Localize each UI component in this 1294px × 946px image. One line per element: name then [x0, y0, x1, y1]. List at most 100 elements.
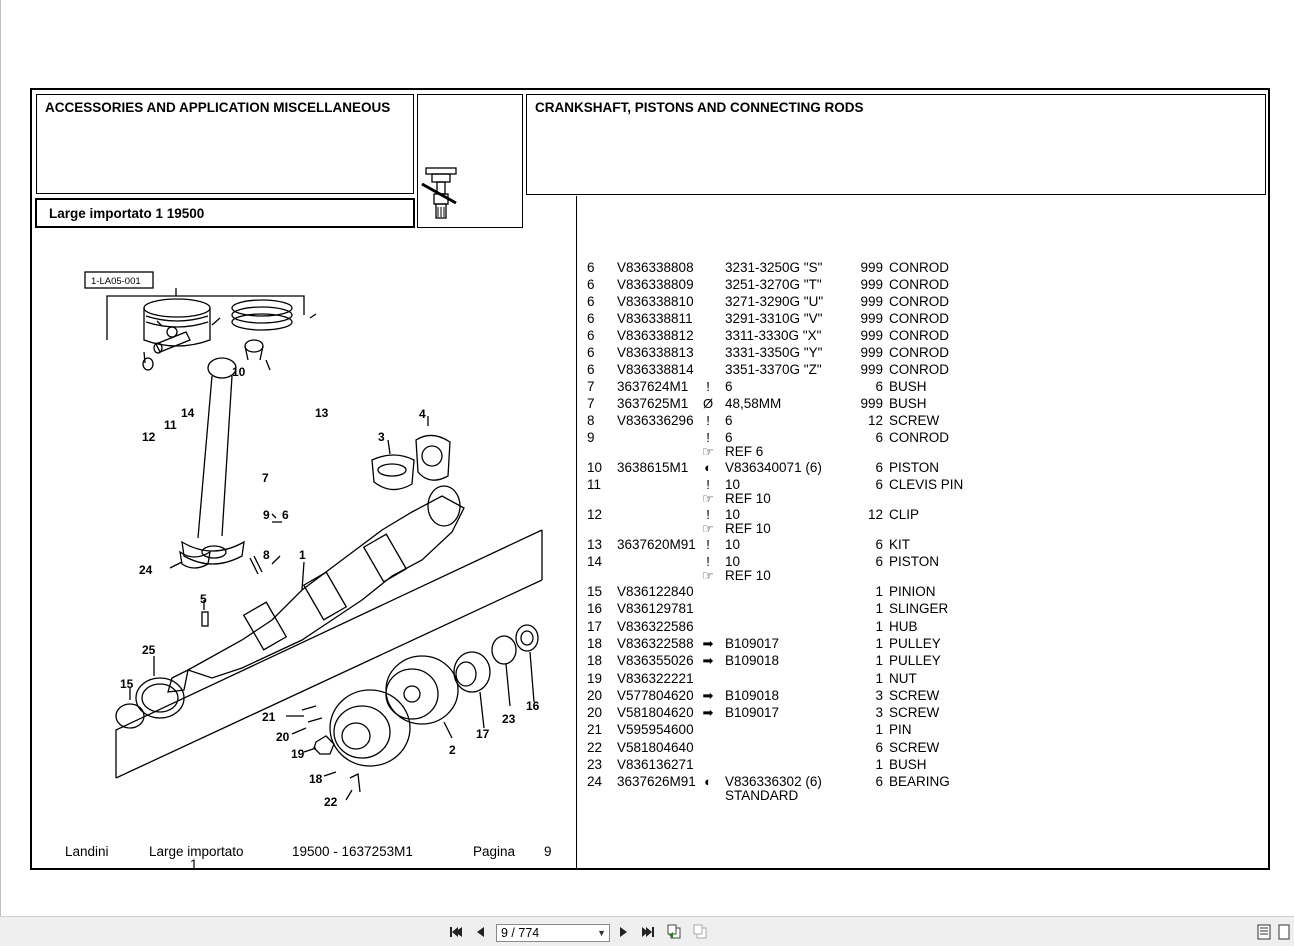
part-description: 3271-3290G "U" — [725, 294, 824, 309]
part-item-number: 6 — [587, 260, 595, 275]
part-description: 3331-3350G "Y" — [725, 345, 823, 360]
part-symbol: ! — [706, 413, 710, 428]
part-quantity: 999 — [860, 345, 883, 360]
part-quantity: 6 — [875, 477, 883, 492]
section-title: ACCESSORIES AND APPLICATION MISCELLANEOU… — [45, 100, 391, 115]
part-name: CONROD — [889, 277, 949, 292]
part-number: V836129781 — [617, 601, 694, 616]
part-description: B109017 — [725, 705, 780, 720]
callout-2: 2 — [449, 743, 456, 757]
part-symbol: ☞ — [702, 444, 714, 459]
part-description: 3351-3370G "Z" — [725, 362, 822, 377]
callout-12: 12 — [142, 430, 156, 444]
part-quantity: 999 — [860, 396, 883, 411]
part-item-number: 14 — [587, 554, 603, 569]
part-name: CLIP — [889, 507, 920, 522]
footer-model: Large importato — [149, 844, 244, 859]
previous-view-button[interactable] — [666, 924, 682, 940]
callout-10: 10 — [232, 365, 246, 379]
part-quantity: 1 — [875, 619, 883, 634]
callout-23: 23 — [502, 712, 516, 726]
part-item-number: 20 — [587, 688, 603, 703]
part-item-number: 18 — [587, 636, 603, 651]
part-name: NUT — [889, 671, 917, 686]
next-page-button[interactable] — [616, 924, 632, 940]
part-name: CONROD — [889, 328, 949, 343]
part-symbol: ➡ — [702, 688, 714, 703]
part-quantity: 12 — [867, 507, 883, 522]
part-quantity: 999 — [860, 294, 883, 309]
next-view-button[interactable] — [692, 924, 708, 940]
first-page-button[interactable] — [448, 924, 464, 940]
viewer-toolbar: 9 / 774 ▼ — [0, 916, 1294, 946]
part-item-number: 22 — [587, 740, 603, 755]
part-number: 3637624M1 — [617, 379, 689, 394]
part-item-number: 6 — [587, 362, 595, 377]
last-page-button[interactable] — [640, 924, 656, 940]
part-quantity: 1 — [875, 601, 883, 616]
part-number: V836338812 — [617, 328, 694, 343]
part-quantity: 3 — [875, 688, 883, 703]
part-item-number: 6 — [587, 345, 595, 360]
part-item-number: 7 — [587, 379, 595, 394]
part-description: V836336302 (6) — [725, 774, 822, 789]
part-item-number: 17 — [587, 619, 603, 634]
continuous-view-button[interactable] — [1278, 924, 1290, 940]
part-number: V836338808 — [617, 260, 694, 275]
part-name: BUSH — [889, 396, 927, 411]
dropdown-arrow-icon: ▼ — [597, 928, 606, 938]
part-name: SCREW — [889, 740, 940, 755]
next-view-icon — [693, 924, 707, 939]
part-quantity: 999 — [860, 277, 883, 292]
part-description: B109018 — [725, 688, 780, 703]
part-number: V836136271 — [617, 757, 694, 772]
previous-page-button[interactable] — [472, 924, 488, 940]
part-quantity: 999 — [860, 362, 883, 377]
diagram-ref-code: 1-LA05-001 — [91, 276, 141, 287]
part-number: 3637625M1 — [617, 396, 689, 411]
part-description: 6 — [725, 430, 733, 445]
part-item-number: 13 — [587, 537, 603, 552]
part-number: V836322221 — [617, 671, 694, 686]
part-number: V836338809 — [617, 277, 694, 292]
part-number: V836122840 — [617, 584, 694, 599]
part-symbol: ➡ — [702, 653, 714, 668]
part-quantity: 1 — [875, 584, 883, 599]
previous-page-icon — [477, 927, 484, 937]
part-item-number: 9 — [587, 430, 595, 445]
part-quantity: 6 — [875, 774, 883, 789]
part-quantity: 999 — [860, 328, 883, 343]
part-name: KIT — [889, 537, 911, 552]
part-number: V595954600 — [617, 722, 694, 737]
part-symbol: ! — [706, 537, 710, 552]
part-description: REF 6 — [725, 444, 764, 459]
callout-21: 21 — [262, 710, 276, 724]
page-selector[interactable]: 9 / 774 ▼ — [496, 924, 610, 942]
part-description: 3231-3250G "S" — [725, 260, 823, 275]
callout-4: 4 — [419, 407, 426, 421]
part-symbol: ! — [706, 554, 710, 569]
part-name: CONROD — [889, 345, 949, 360]
part-symbol: Ø — [702, 396, 714, 411]
model-box: Large importato 1 19500 — [35, 198, 415, 228]
part-item-number: 15 — [587, 584, 603, 599]
part-name: CLEVIS PIN — [889, 477, 964, 492]
part-item-number: 6 — [587, 294, 595, 309]
part-description: B109017 — [725, 636, 780, 651]
part-symbol: ◐ — [704, 460, 712, 475]
part-name: CONROD — [889, 362, 949, 377]
part-name: SCREW — [889, 688, 940, 703]
column-divider — [576, 196, 577, 870]
part-description: 6 — [725, 379, 733, 394]
part-item-number: 7 — [587, 396, 595, 411]
part-item-number: 11 — [587, 477, 602, 492]
part-item-number: 24 — [587, 774, 603, 789]
callout-25: 25 — [142, 643, 156, 657]
part-description: 10 — [725, 554, 741, 569]
part-symbol: ➡ — [702, 705, 714, 720]
single-page-view-button[interactable] — [1256, 924, 1272, 940]
callout-5: 5 — [200, 592, 207, 606]
part-description: REF 10 — [725, 568, 771, 583]
part-name: BUSH — [889, 757, 927, 772]
part-name: BEARING — [889, 774, 950, 789]
